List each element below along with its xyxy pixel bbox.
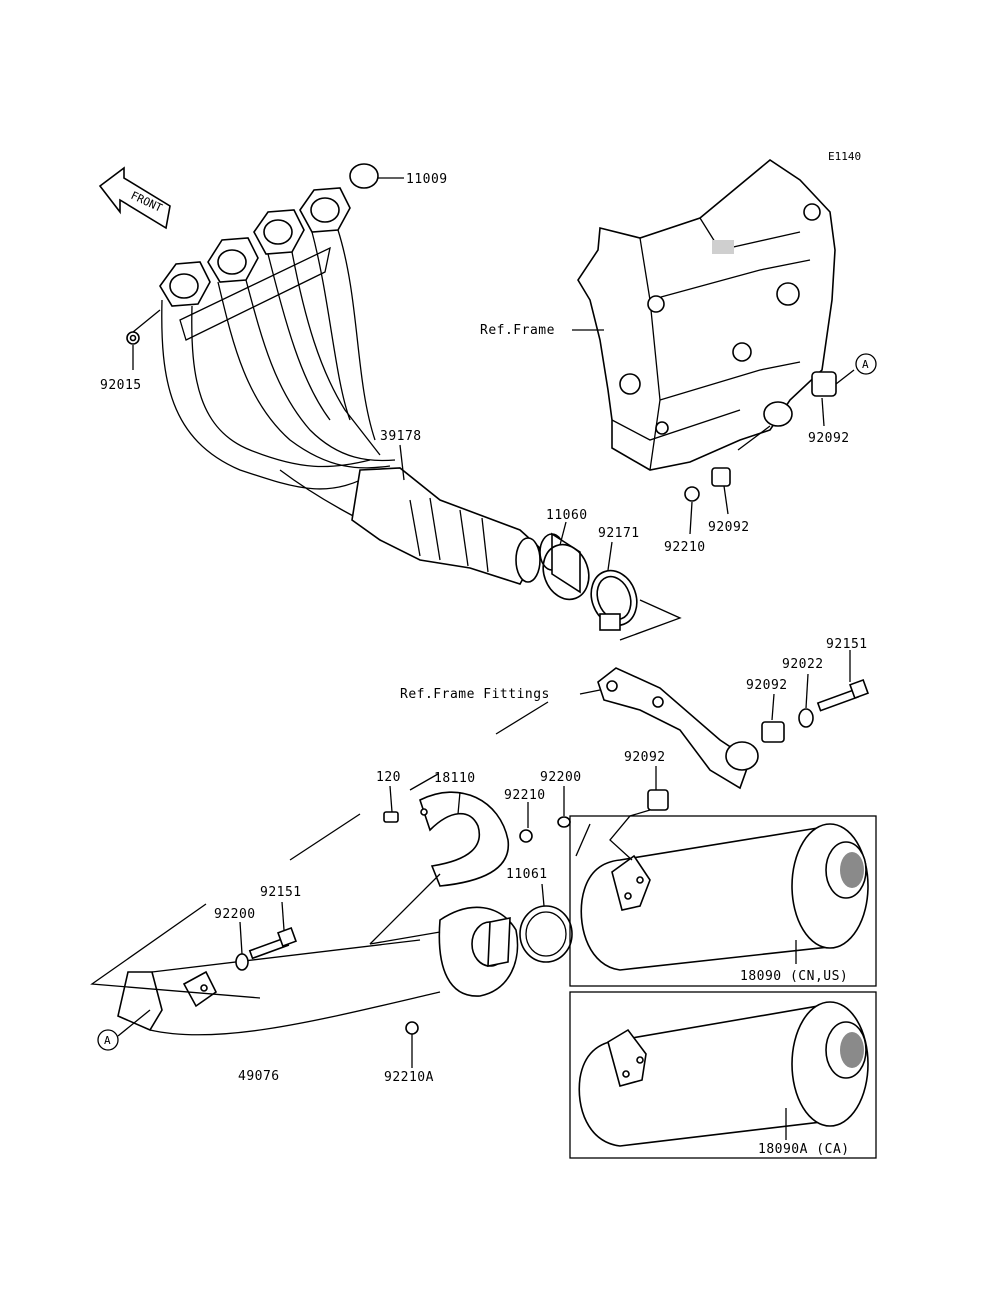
part-label-18110: 18110 xyxy=(434,771,476,786)
part-label-11060: 11060 xyxy=(546,508,588,523)
header-pipes xyxy=(159,187,542,585)
part-label-39178: 39178 xyxy=(380,429,422,444)
nut-92092-a xyxy=(811,371,837,397)
front-arrow-icon: FRONT xyxy=(98,166,171,230)
frame-drawing xyxy=(577,159,836,471)
leader-lines xyxy=(90,177,855,1140)
ref-frame-fittings-label: Ref.Frame Fittings xyxy=(400,687,550,702)
part-label-92151-a: 92151 xyxy=(826,637,868,652)
part-label-92151-b: 92151 xyxy=(260,885,302,900)
callout-a-upper: A xyxy=(855,353,877,375)
bolt-92151-lower xyxy=(248,927,297,960)
washer-92022 xyxy=(798,708,814,728)
variant-box-2 xyxy=(569,991,877,1159)
silencer-18090A xyxy=(578,1001,869,1147)
flange-3 xyxy=(253,209,305,255)
variant-label-18090: 18090 (CN,US) xyxy=(740,969,848,984)
silencer-18090 xyxy=(580,823,869,971)
washer-92200-a xyxy=(557,816,571,828)
heat-cover-18110 xyxy=(419,791,510,887)
part-label-120: 120 xyxy=(376,770,401,785)
part-label-11061: 11061 xyxy=(506,867,548,882)
washer-92200-b xyxy=(235,953,249,971)
bolt-92151-upper xyxy=(816,679,869,712)
clamp-92171 xyxy=(590,569,638,631)
callout-a-lower: A xyxy=(97,1029,119,1051)
nut-92210A xyxy=(405,1021,419,1035)
flange-2 xyxy=(207,237,259,283)
part-label-92092-b: 92092 xyxy=(708,520,750,535)
nut-92092-d xyxy=(647,789,669,811)
part-label-92015: 92015 xyxy=(100,378,142,393)
part-label-92171: 92171 xyxy=(598,526,640,541)
gasket-11009 xyxy=(349,163,379,189)
part-label-92200-b: 92200 xyxy=(214,907,256,922)
variant-label-18090A: 18090A (CA) xyxy=(758,1142,850,1157)
part-label-11009: 11009 xyxy=(406,172,448,187)
nut-92210-b xyxy=(519,829,533,843)
nut-92092-c xyxy=(761,721,785,743)
frame-fittings-bracket xyxy=(597,667,759,790)
ref-frame-label: Ref.Frame xyxy=(480,323,555,338)
part-label-92200-a: 92200 xyxy=(540,770,582,785)
nut-92092-b xyxy=(711,467,731,487)
silencer-inlet-plate xyxy=(438,906,519,997)
bolt-120 xyxy=(383,811,399,823)
svg-text:A: A xyxy=(862,358,869,371)
part-label-92022: 92022 xyxy=(782,657,824,672)
part-label-92210-b: 92210 xyxy=(504,788,546,803)
link-pipe-49076 xyxy=(117,939,441,1036)
part-label-92092-c: 92092 xyxy=(746,678,788,693)
gasket-11060 xyxy=(539,532,590,601)
flange-4 xyxy=(299,187,351,233)
diagram-code: E1140 xyxy=(828,150,861,163)
part-label-92092-a: 92092 xyxy=(808,431,850,446)
gasket-11061 xyxy=(519,905,573,963)
part-label-92092-d: 92092 xyxy=(624,750,666,765)
variant-box-1 xyxy=(569,815,877,987)
nut-92210-a xyxy=(684,486,700,502)
part-label-92210-a: 92210 xyxy=(664,540,706,555)
flange-1 xyxy=(159,261,211,307)
part-label-49076: 49076 xyxy=(238,1069,280,1084)
part-label-92210A: 92210A xyxy=(384,1070,434,1085)
svg-text:A: A xyxy=(104,1034,111,1047)
